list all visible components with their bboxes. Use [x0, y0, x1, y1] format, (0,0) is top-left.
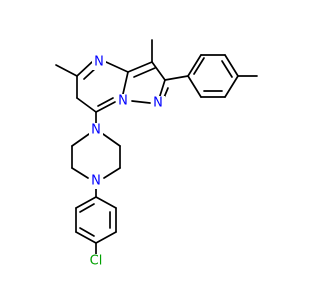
atom-n-bridge: N: [116, 94, 130, 109]
bond: [224, 54, 239, 77]
atom-labels: N N N N N Cl: [86, 55, 165, 269]
atom-n-piperazine-top: N: [89, 123, 103, 138]
atom-cl: Cl: [86, 254, 106, 269]
bond: [122, 71, 129, 95]
atom-label: Cl: [90, 254, 103, 269]
bond: [133, 67, 156, 78]
bond: [71, 167, 89, 179]
bond: [187, 75, 202, 98]
atom-label: N: [153, 96, 163, 111]
atom-n-pyrazole: N: [151, 96, 165, 111]
bond: [55, 64, 78, 77]
bond: [95, 231, 117, 244]
bond: [95, 196, 117, 209]
chemical-structure-diagram: N N N N N Cl: [55, 39, 258, 269]
bond: [221, 60, 233, 78]
atom-label: N: [91, 123, 101, 138]
bond: [164, 75, 189, 81]
bond: [103, 167, 121, 179]
bond: [131, 100, 151, 104]
bond: [187, 54, 202, 77]
bond: [224, 75, 239, 98]
bond: [75, 231, 97, 244]
bond: [76, 61, 93, 77]
bond: [75, 196, 97, 209]
bond: [97, 97, 114, 107]
bond: [151, 61, 166, 81]
atom-label: N: [91, 174, 101, 189]
atom-label: N: [94, 55, 104, 70]
bond: [193, 57, 205, 75]
bond: [71, 133, 90, 147]
atom-n-piperazine-bottom: N: [89, 174, 103, 189]
bond: [102, 133, 121, 147]
atom-label: N: [118, 94, 128, 109]
atom-n-pyrimidine: N: [92, 55, 106, 70]
bond: [79, 203, 95, 213]
bond: [105, 61, 129, 73]
bond: [127, 61, 153, 73]
bond: [79, 227, 95, 237]
bond: [76, 97, 97, 113]
bond: [95, 101, 116, 113]
bond-lines: [55, 39, 258, 256]
